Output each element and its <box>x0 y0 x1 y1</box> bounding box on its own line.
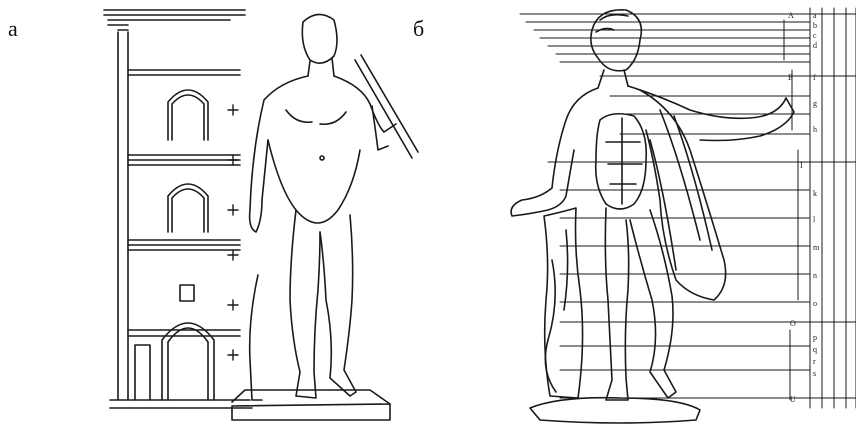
statue-a-figure <box>232 14 418 420</box>
facade-marks <box>228 105 238 360</box>
grid-letter: f <box>813 73 816 82</box>
grid-letter: g <box>813 99 817 108</box>
grid-letter: s <box>813 369 816 378</box>
grid-letter: q <box>813 345 817 354</box>
grid-letter: c <box>813 31 817 40</box>
panel-a-drawing <box>104 10 418 420</box>
grid-letter: d <box>813 41 817 50</box>
grid-letter: I <box>800 161 803 170</box>
grid-letter: b <box>813 21 817 30</box>
grid-letters: A a b c d E f g h I k l m n o O p q r s … <box>788 11 820 404</box>
grid-letter: p <box>813 333 817 342</box>
grid-letter: A <box>788 11 794 20</box>
grid-letter: k <box>813 189 817 198</box>
grid-letter: U <box>790 395 796 404</box>
grid-letter: l <box>813 215 816 224</box>
grid-letter: a <box>813 11 817 20</box>
grid-letter: o <box>813 299 817 308</box>
grid-letter: n <box>813 271 817 280</box>
proportion-grid <box>520 8 856 408</box>
grid-letter: r <box>813 357 816 366</box>
grid-letter: h <box>813 125 817 134</box>
statue-b-figure <box>511 10 794 423</box>
architectural-facade <box>104 10 252 408</box>
grid-letter: O <box>790 319 796 328</box>
panel-b-drawing: A a b c d E f g h I k l m n o O p q r s … <box>511 8 856 423</box>
grid-letter: m <box>813 243 820 252</box>
grid-letter: E <box>788 73 793 82</box>
